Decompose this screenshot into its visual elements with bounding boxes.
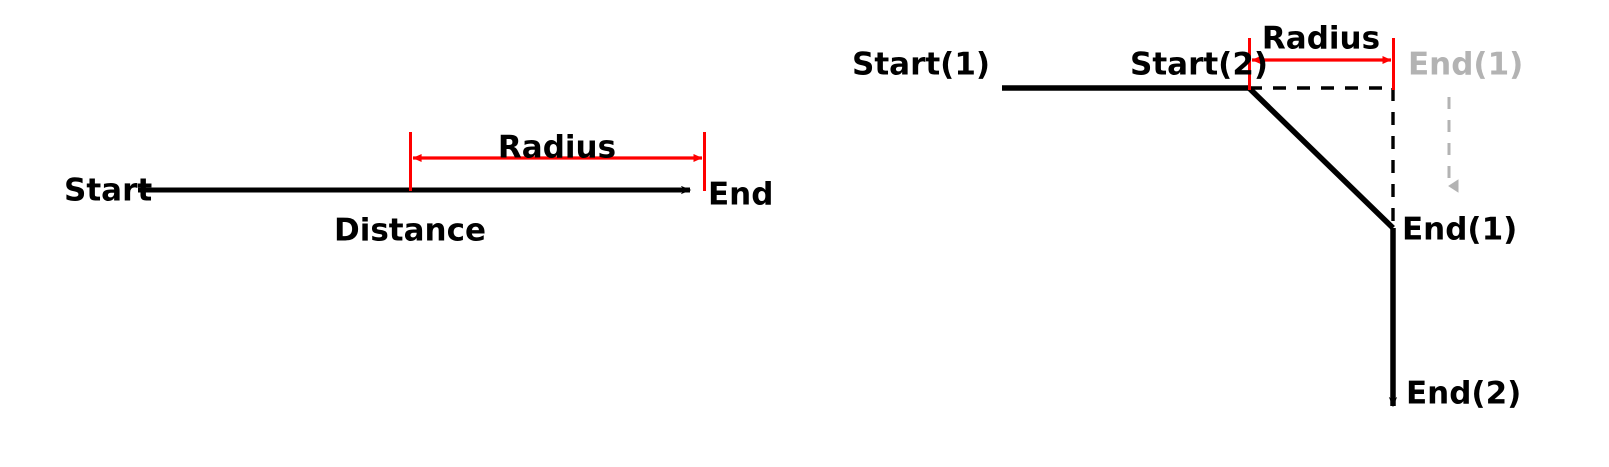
label-end-1-ghost: End(1) <box>1408 47 1523 83</box>
two-segment-corner-panel: Start(1) Start(2) Radius End(1) End(1) E… <box>852 21 1523 412</box>
label-end: End <box>708 177 773 213</box>
label-radius-right-panel: Radius <box>1262 21 1380 57</box>
label-start: Start <box>64 173 152 209</box>
label-distance: Distance <box>334 213 486 249</box>
label-end-2: End(2) <box>1406 376 1521 412</box>
label-start-1: Start(1) <box>852 47 990 83</box>
label-start-2: Start(2) <box>1130 47 1268 83</box>
label-end-1: End(1) <box>1402 212 1517 248</box>
single-segment-panel: Start End Distance Radius <box>64 130 773 249</box>
label-radius-left-panel: Radius <box>498 130 616 166</box>
corner-diagonal-line <box>1247 86 1395 230</box>
